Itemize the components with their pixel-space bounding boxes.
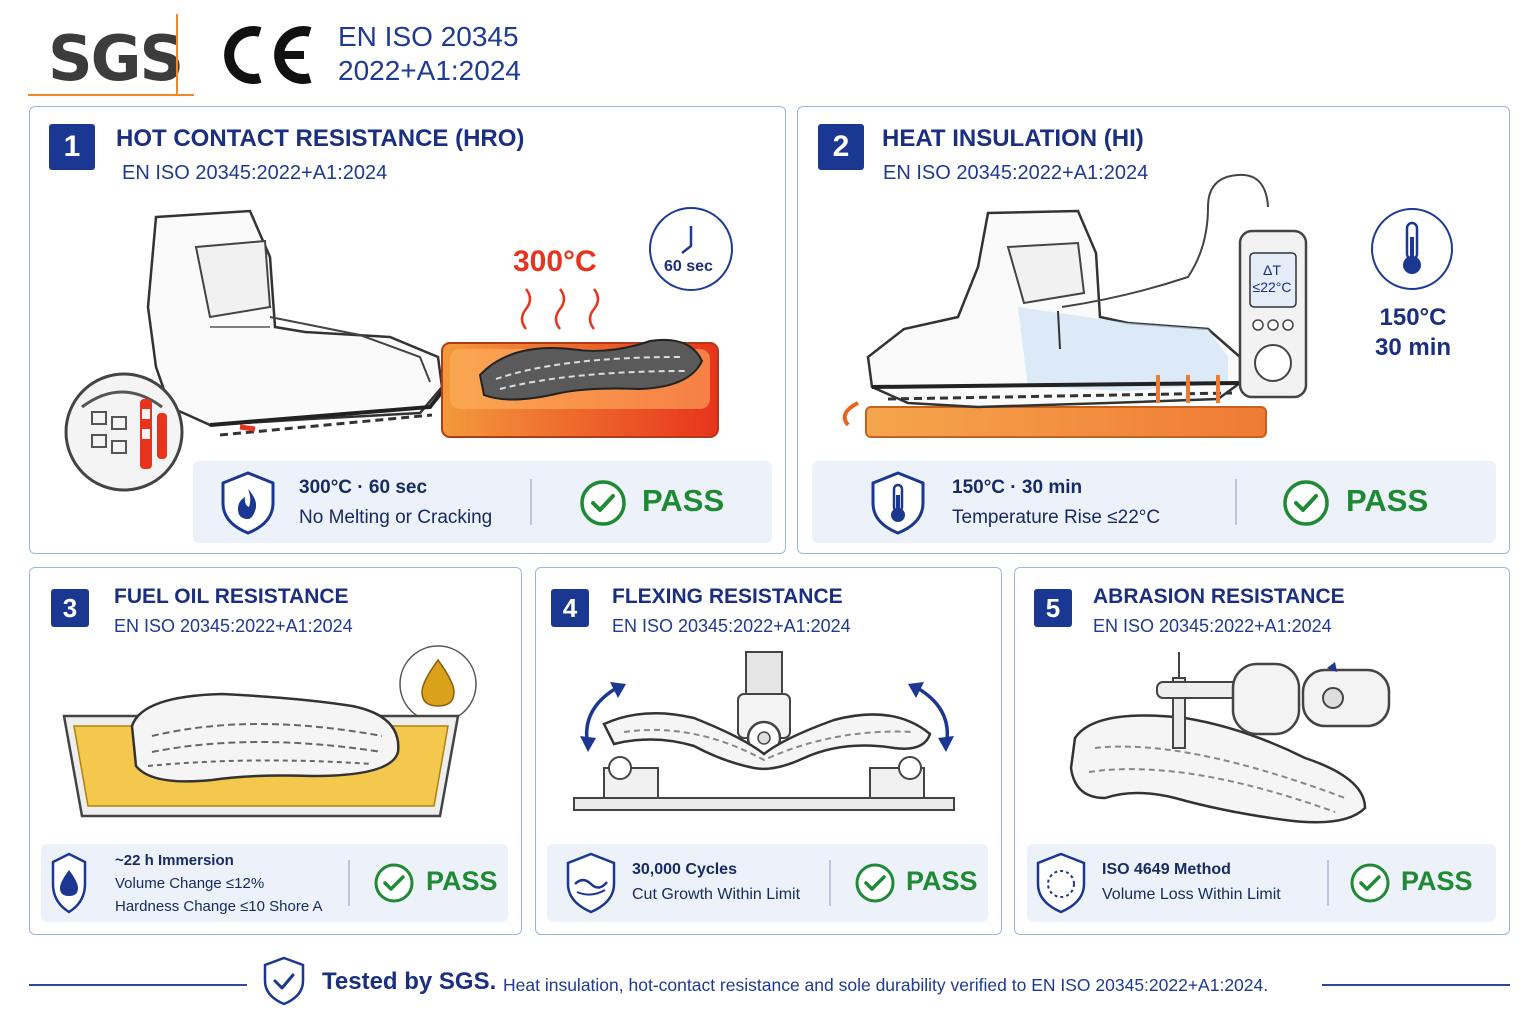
flame-shield-icon bbox=[221, 471, 275, 535]
result-condition: 30,000 Cycles bbox=[632, 861, 737, 878]
result-divider bbox=[348, 860, 350, 906]
footer-description: Heat insulation, hot-contact resistance … bbox=[503, 975, 1269, 995]
hot-plate-with-sole bbox=[441, 338, 719, 438]
footer-rule-left bbox=[29, 984, 247, 986]
result-panel: ~22 h Immersion Volume Change ≤12% Hardn… bbox=[41, 844, 508, 922]
abrasion-shield-icon bbox=[1036, 852, 1086, 914]
pass-label: PASS bbox=[426, 866, 498, 896]
card-heat-insulation: 2 HEAT INSULATION (HI) EN ISO 20345:2022… bbox=[797, 106, 1510, 554]
timer-icon bbox=[649, 207, 733, 291]
abrasion-machine-illustration bbox=[1069, 652, 1391, 824]
insulation-temperature: 150°C bbox=[1379, 304, 1447, 331]
probe-cable bbox=[1061, 173, 1269, 308]
oil-drop-icon bbox=[399, 645, 477, 723]
sgs-logo-text: SGS bbox=[48, 22, 184, 95]
logo-rule-horizontal bbox=[28, 94, 194, 96]
boot-on-hot-plate-illustration bbox=[842, 209, 1267, 438]
sole-magnifier-inset bbox=[64, 372, 184, 492]
test-standard: EN ISO 20345:2022+A1:2024 bbox=[1093, 616, 1332, 636]
flex-shield-icon bbox=[566, 852, 616, 914]
logo-rule-vertical bbox=[176, 14, 178, 96]
pass-label: PASS bbox=[1346, 483, 1429, 518]
ce-mark-icon bbox=[224, 26, 312, 84]
oil-drop-shield-icon bbox=[51, 852, 87, 914]
result-divider bbox=[530, 479, 532, 525]
flexing-machine-illustration bbox=[573, 651, 955, 811]
test-title: FLEXING RESISTANCE bbox=[612, 585, 843, 608]
result-divider bbox=[1327, 860, 1329, 906]
test-standard: EN ISO 20345:2022+A1:2024 bbox=[883, 162, 1149, 184]
pass-check-icon bbox=[1350, 863, 1390, 903]
test-title: ABRASION RESISTANCE bbox=[1093, 585, 1345, 608]
result-criterion-volume: Volume Change ≤12% bbox=[115, 875, 265, 892]
boot-illustration bbox=[146, 209, 446, 437]
result-criterion: Volume Loss Within Limit bbox=[1102, 886, 1281, 903]
result-criterion-hardness: Hardness Change ≤10 Shore A bbox=[115, 898, 323, 915]
result-divider bbox=[1235, 479, 1237, 525]
heat-waves-icon bbox=[520, 288, 600, 330]
sgs-logo: SGS bbox=[28, 14, 194, 96]
test-number-badge: 4 bbox=[551, 589, 589, 627]
result-panel: ISO 4649 Method Volume Loss Within Limit… bbox=[1027, 844, 1496, 922]
result-condition: 150°C · 30 min bbox=[952, 477, 1083, 498]
insulation-condition-label: 150°C 30 min bbox=[1366, 303, 1460, 363]
pass-check-icon bbox=[1283, 480, 1329, 526]
check-shield-icon bbox=[263, 956, 305, 1006]
result-panel: 300°C · 60 sec No Melting or Cracking PA… bbox=[193, 461, 772, 543]
result-panel: 30,000 Cycles Cut Growth Within Limit PA… bbox=[547, 844, 988, 922]
test-title: HEAT INSULATION (HI) bbox=[882, 125, 1144, 152]
footer-title: Tested by SGS. bbox=[322, 968, 497, 995]
result-condition: ~22 h Immersion bbox=[115, 852, 234, 869]
test-number-badge: 5 bbox=[1034, 589, 1072, 627]
thermometer-shield-icon bbox=[871, 471, 925, 535]
pass-check-icon bbox=[855, 863, 895, 903]
insulation-duration: 30 min bbox=[1374, 334, 1452, 361]
standard-heading: EN ISO 20345 2022+A1:2024 bbox=[338, 20, 521, 88]
timer-label: 60 sec bbox=[664, 258, 713, 275]
thermometer-icon bbox=[1371, 208, 1453, 290]
test-number-badge: 2 bbox=[818, 124, 864, 170]
standard-heading-line2: 2022+A1:2024 bbox=[338, 55, 521, 86]
test-title: FUEL OIL RESISTANCE bbox=[114, 585, 349, 608]
pass-label: PASS bbox=[1401, 866, 1473, 896]
footer-rule-right bbox=[1322, 984, 1510, 986]
pass-check-icon bbox=[374, 863, 414, 903]
result-panel: 150°C · 30 min Temperature Rise ≤22°C PA… bbox=[812, 461, 1496, 543]
card-fuel-oil-resistance: 3 FUEL OIL RESISTANCE EN ISO 20345:2022+… bbox=[29, 567, 522, 935]
test-standard: EN ISO 20345:2022+A1:2024 bbox=[114, 616, 353, 636]
pass-check-icon bbox=[580, 480, 626, 526]
result-divider bbox=[829, 860, 831, 906]
card-flexing-resistance: 4 FLEXING RESISTANCE EN ISO 20345:2022+A… bbox=[535, 567, 1002, 935]
test-number-badge: 3 bbox=[51, 589, 89, 627]
result-criterion: Cut Growth Within Limit bbox=[632, 886, 801, 903]
oil-tray-with-sole bbox=[62, 692, 460, 818]
result-criterion: Temperature Rise ≤22°C bbox=[952, 507, 1161, 528]
test-standard: EN ISO 20345:2022+A1:2024 bbox=[122, 162, 388, 184]
flex-arrow-right-icon bbox=[908, 682, 954, 752]
pass-label: PASS bbox=[906, 866, 978, 896]
test-title: HOT CONTACT RESISTANCE (HRO) bbox=[116, 125, 525, 152]
meter-display-line1: ΔT bbox=[1263, 262, 1281, 278]
card-hot-contact-resistance: 1 HOT CONTACT RESISTANCE (HRO) EN ISO 20… bbox=[29, 106, 786, 554]
meter-display: ΔT ≤22°C bbox=[1252, 262, 1292, 296]
result-condition: ISO 4649 Method bbox=[1102, 861, 1231, 878]
test-standard: EN ISO 20345:2022+A1:2024 bbox=[612, 616, 851, 636]
hot-plate-temperature-label: 300°C bbox=[513, 245, 597, 278]
temperature-meter-device bbox=[1238, 229, 1308, 399]
flex-arrow-left-icon bbox=[580, 682, 626, 752]
card-abrasion-resistance: 5 ABRASION RESISTANCE EN ISO 20345:2022+… bbox=[1014, 567, 1510, 935]
test-number-badge: 1 bbox=[49, 124, 95, 170]
result-condition: 300°C · 60 sec bbox=[299, 477, 428, 498]
standard-heading-line1: EN ISO 20345 bbox=[338, 21, 519, 52]
meter-display-line2: ≤22°C bbox=[1252, 279, 1292, 295]
result-criterion: No Melting or Cracking bbox=[299, 507, 493, 528]
pass-label: PASS bbox=[642, 483, 725, 518]
